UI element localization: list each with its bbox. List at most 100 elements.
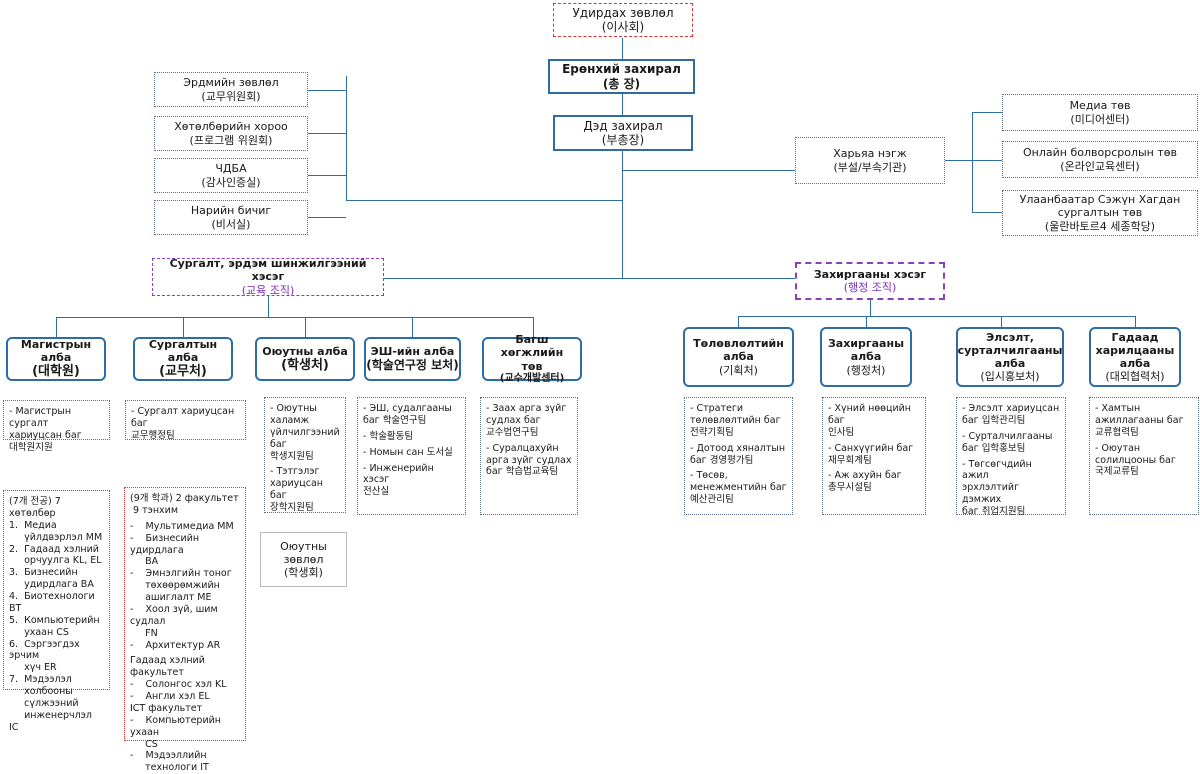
dept-name: алба bbox=[167, 351, 199, 365]
connector-line bbox=[268, 296, 269, 318]
list-line: ашиглалт ME bbox=[130, 592, 212, 603]
list-line: 7. Мэдээлэл bbox=[9, 674, 72, 686]
dept-name: Төлөвлөлтийн bbox=[693, 337, 784, 351]
list-line: - Магистрын сургалт bbox=[9, 406, 75, 429]
dept-admissions: Элсэлт, сурталчилгааны алба (입시홍보처) bbox=[956, 327, 1064, 387]
unit-online-center: Онлайн болворсролын төв (온라인교육센터) bbox=[1002, 141, 1198, 178]
connector-line bbox=[533, 317, 534, 337]
list-line: - Эмнэлгийн тоног bbox=[130, 568, 232, 580]
student-council-label: Оюутны bbox=[280, 539, 327, 553]
list-line: - Хүний нөөцийн баг bbox=[828, 403, 915, 426]
affiliated-box: Харьяа нэгж (부설/부속기관) bbox=[795, 137, 945, 184]
connector-line bbox=[56, 317, 57, 337]
list-line: баг 입학관리팀 bbox=[962, 414, 1026, 426]
list-line: 교무행정팀 bbox=[131, 429, 175, 441]
list-line: - Оюутны bbox=[270, 403, 317, 414]
connector-line bbox=[972, 212, 1002, 213]
dept-name-ko: (대학원) bbox=[32, 364, 80, 380]
list-line: баг 경영평가팀 bbox=[690, 454, 754, 466]
list-line: 전략기획팀 bbox=[690, 426, 734, 438]
unit-label: сургалтын төв bbox=[1057, 206, 1143, 220]
academic-section-box: Сургалт, эрдэм шинжилгээний хэсэг (교육 조직… bbox=[152, 257, 384, 297]
list-line: баг bbox=[131, 417, 148, 429]
list-line: - Сургалт хариуцсан bbox=[131, 406, 235, 417]
list-line: - Элсэлт хариуцсан bbox=[962, 403, 1060, 414]
committee-audit: ЧДБА (감사인증실) bbox=[154, 158, 308, 193]
list-line: үйлдвэрлэл MM bbox=[9, 531, 103, 543]
list-line: 2. Гадаад хэлний bbox=[9, 543, 99, 555]
president-title-ko: (총 장) bbox=[602, 76, 641, 91]
list-line: 재무회계팀 bbox=[828, 454, 872, 466]
list-line: - Солонгос хэл KL bbox=[130, 679, 227, 691]
dept-name: алба bbox=[40, 351, 72, 365]
dept-name-ko: (입시홍보처) bbox=[980, 370, 1040, 384]
list-line: ухаан CS bbox=[9, 626, 69, 638]
dept-name: төв bbox=[521, 359, 543, 373]
dept-external-relations: Гадаад харилцааны алба (대외협력처) bbox=[1089, 327, 1181, 387]
list-line: судлах баг bbox=[486, 414, 541, 426]
unit-label-ko: (미디어센터) bbox=[1070, 112, 1130, 126]
academic-section-title-ko: (교육 조직) bbox=[241, 283, 295, 297]
committee-secretariat: Нарийн бичиг (비서실) bbox=[154, 200, 308, 235]
dept-academic-affairs: Сургалтын алба (교무처) bbox=[133, 337, 233, 381]
list-line: (7개 전공) 7 хөтөлбөр bbox=[9, 496, 64, 519]
connector-line bbox=[308, 90, 346, 91]
list-line: CS bbox=[130, 738, 158, 750]
committee-program: Хөтөлбөрийн хороо (프로그램 위원회) bbox=[154, 116, 308, 151]
dept-research: ЭШ-ийн алба (학술연구정 보처) bbox=[364, 337, 461, 381]
unit-label: Медиа төв bbox=[1069, 99, 1131, 113]
dept-name-ko: (학생처) bbox=[281, 357, 329, 373]
vice-title-ko: (부총장) bbox=[601, 133, 645, 147]
connector-line bbox=[183, 317, 184, 337]
list-line: үйлчилгээний bbox=[270, 426, 340, 438]
dept-name: Багш хөгжлийн bbox=[500, 333, 564, 360]
list-line: 인사팀 bbox=[828, 426, 855, 438]
unit-label: Улаанбаатар Сэжүн Хагдан bbox=[1019, 193, 1181, 207]
list-line: хүч ER bbox=[9, 662, 57, 674]
faculties-list: (9개 학과) 2 факультет 9 тэнхим - Мультимед… bbox=[124, 487, 246, 773]
list-line: - Тэтгэлэг bbox=[270, 466, 320, 478]
dept-planning: Төлөвлөлтийн алба (기획처) bbox=[683, 327, 794, 387]
dept-student-affairs: Оюутны алба (학생처) bbox=[255, 337, 355, 381]
list-line: - Аж ахуйн баг bbox=[828, 470, 902, 482]
connector-line bbox=[945, 160, 973, 161]
unit-label-ko: (온라인교육센터) bbox=[1060, 159, 1140, 173]
list-line: баг 입학홍보팀 bbox=[962, 442, 1026, 454]
list-line: ажиллагааны баг bbox=[1095, 414, 1184, 426]
connector-line bbox=[346, 200, 623, 201]
vice-box: Дэд захирал (부총장) bbox=[553, 115, 693, 151]
vice-title: Дэд захирал bbox=[583, 118, 663, 133]
list-line: 예산관리팀 bbox=[690, 494, 734, 506]
connector-line bbox=[305, 317, 306, 337]
dept-name: Оюутны алба bbox=[262, 344, 348, 358]
list-line: 9 тэнхим bbox=[130, 504, 179, 516]
list-line: 6. Сэргээгдэх эрчим bbox=[9, 638, 83, 662]
list-line: удирдлага BA bbox=[9, 579, 94, 591]
connector-line bbox=[56, 317, 534, 318]
dept-name-ko: (교무처) bbox=[159, 364, 207, 380]
list-line: FN bbox=[130, 627, 158, 639]
admin-section-title: Захиргааны хэсэг bbox=[813, 267, 927, 281]
affiliated-label-ko: (부설/부속기관) bbox=[833, 160, 907, 174]
committee-label-ko: (교무위원회) bbox=[201, 89, 261, 103]
connector-line bbox=[738, 316, 739, 328]
list-line: 학생지원팀 bbox=[270, 450, 314, 462]
list-line: 전산실 bbox=[363, 486, 390, 498]
list-line: халамж bbox=[270, 414, 310, 426]
committee-label: Хөтөлбөрийн хороо bbox=[174, 120, 288, 134]
connector-line bbox=[1135, 316, 1136, 328]
dept-name: алба bbox=[994, 357, 1026, 370]
dept-name-ko: (학술연구정 보처) bbox=[366, 358, 459, 373]
dept-name-ko: (행정처) bbox=[846, 363, 886, 377]
list-line: 3. Бизнесийн bbox=[9, 567, 78, 579]
student-council-label: зөвлөл bbox=[283, 552, 324, 566]
list-line: - Бизнесийн удирдлага bbox=[130, 532, 203, 556]
list-line: 총무시설팀 bbox=[828, 482, 872, 494]
list-line: 5. Компьютерийн bbox=[9, 614, 100, 626]
list-line: - Хоол зүй, шим судлал bbox=[130, 603, 221, 627]
